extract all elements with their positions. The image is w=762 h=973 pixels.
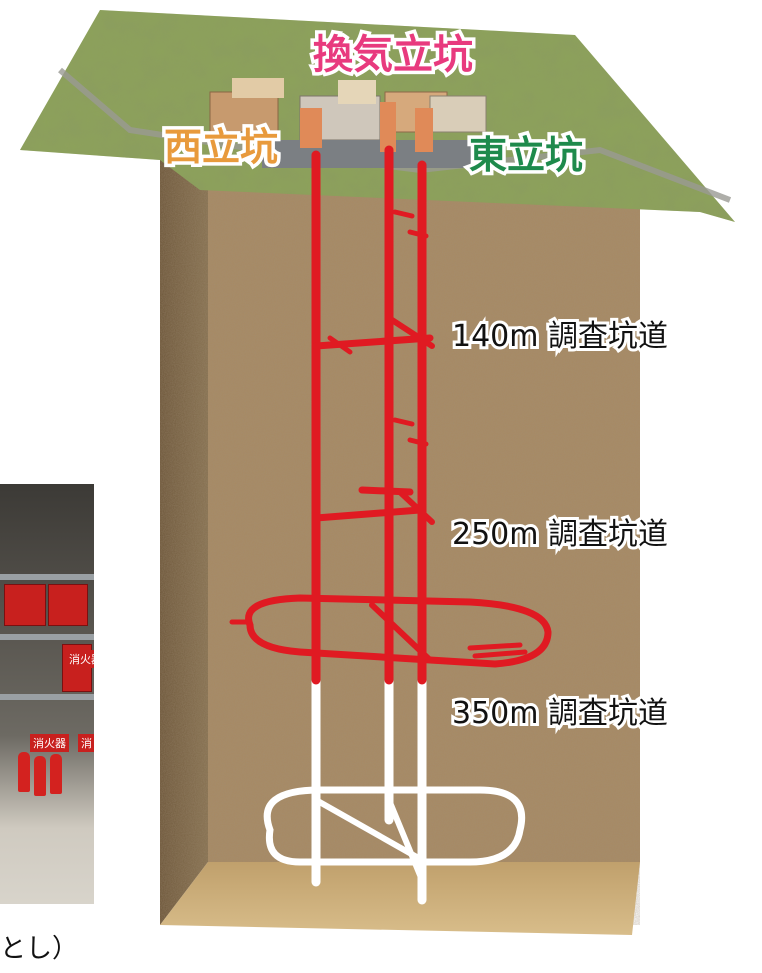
gallery-250m-branch	[397, 489, 435, 525]
photo-sign: 消火器	[66, 650, 94, 668]
rock-texture	[160, 158, 640, 925]
ventilation-shaft-label: 換気立坑	[313, 32, 473, 78]
gallery-350m-branch	[369, 602, 433, 663]
gallery-lines	[229, 209, 552, 883]
gallery-250m-stub	[407, 437, 429, 447]
gallery-250m-stub	[392, 417, 415, 427]
west-shaft-label: 西立坑	[164, 125, 278, 169]
500m-level-planned-connector	[386, 797, 425, 883]
photo-sign: 消火器	[30, 734, 69, 752]
gallery-140m-branch	[386, 315, 435, 349]
fire-extinguisher	[50, 754, 62, 794]
gallery-140m-stub	[392, 209, 415, 219]
surface-facilities	[209, 78, 492, 168]
gallery-140m	[312, 334, 434, 350]
fire-extinguisher-photo: 消火器 消火器 消	[0, 484, 94, 904]
gallery-350m-stub	[472, 649, 528, 659]
gallery-140m-stub	[327, 335, 353, 355]
fire-extinguisher	[18, 752, 30, 792]
gallery-250m	[312, 506, 424, 522]
east-shaft-label: 東立坑	[469, 133, 583, 177]
500m-level-planned	[263, 786, 525, 866]
500m-level-planned-connector	[313, 797, 425, 863]
gallery-350m	[245, 594, 552, 668]
rock-bottom-face	[160, 862, 640, 935]
terrain-surface	[20, 10, 735, 222]
gallery-label-250m: 250m 調査坑道	[452, 517, 668, 552]
gallery-label-140m: 140m 調査坑道	[452, 319, 668, 354]
gallery-350m-stub	[467, 642, 523, 651]
fire-extinguisher	[34, 756, 46, 796]
gallery-140m-stub	[407, 229, 429, 239]
photo-sign: 消	[78, 734, 94, 752]
caption-fragment: とし）	[0, 934, 79, 964]
gallery-label-350m: 350m 調査坑道	[452, 696, 668, 731]
